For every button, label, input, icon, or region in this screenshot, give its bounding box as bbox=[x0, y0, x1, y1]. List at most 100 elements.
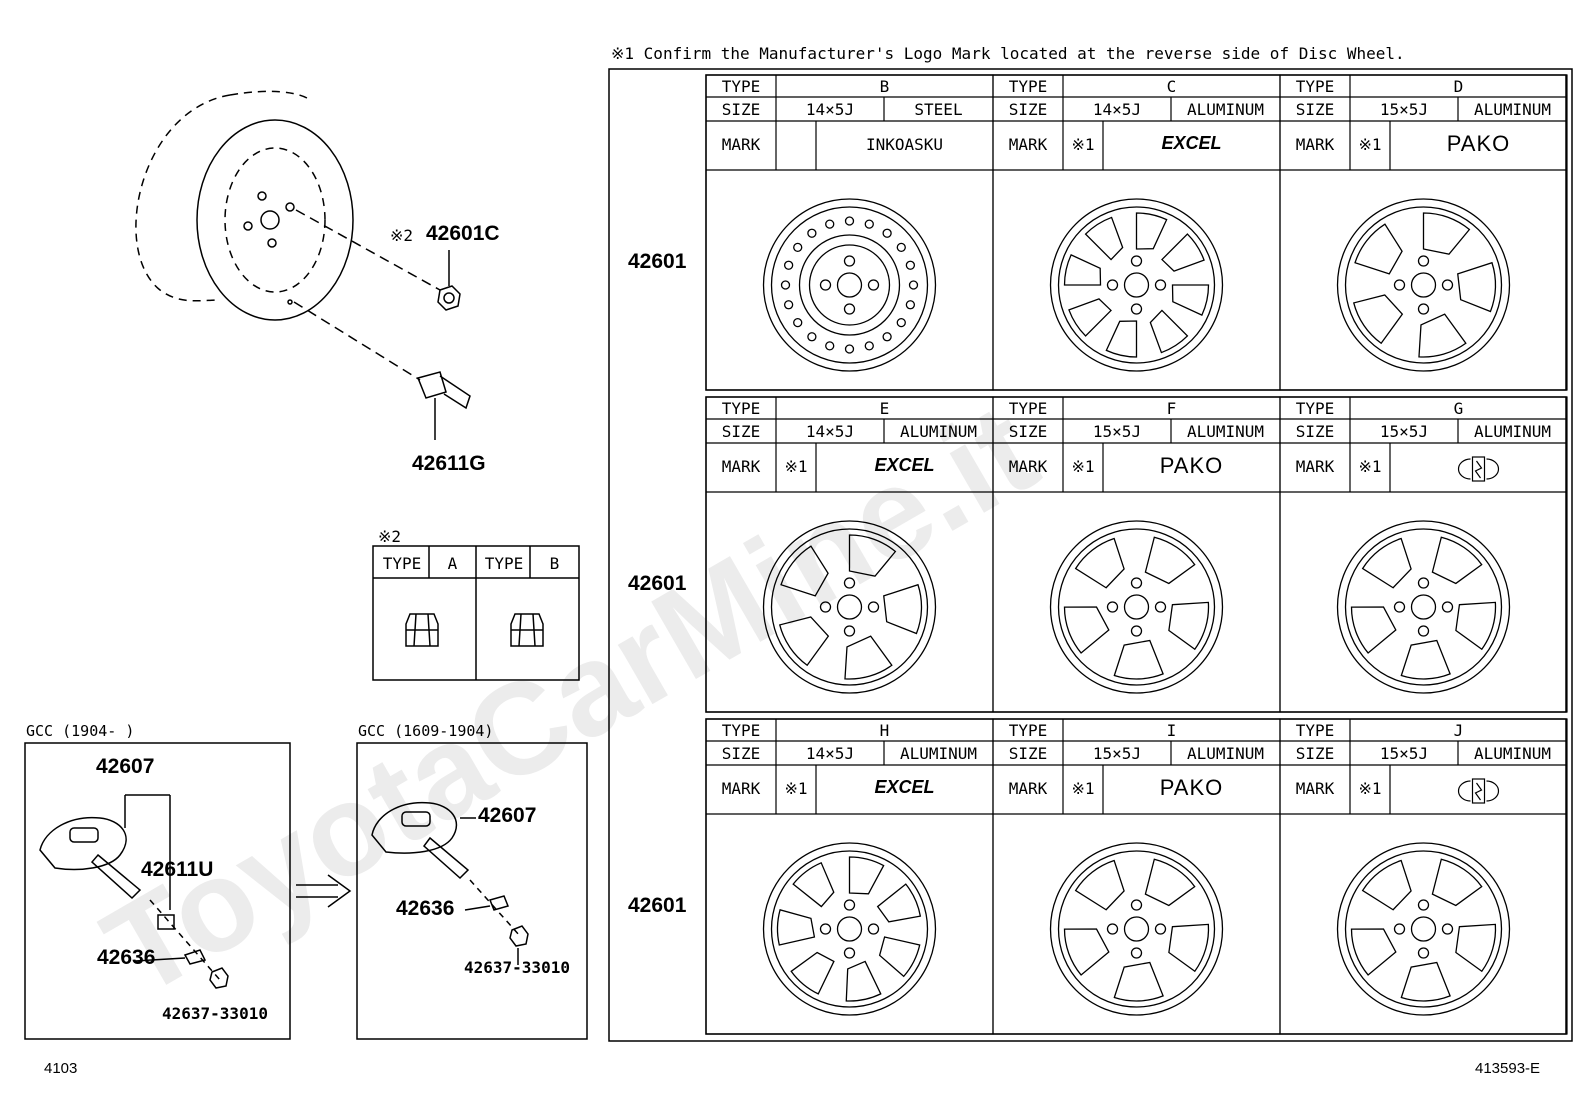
nut-type-table bbox=[372, 545, 580, 681]
wheel-type-i: I bbox=[1166, 721, 1177, 740]
type-label: TYPE bbox=[721, 77, 761, 96]
wheel-drawing-j bbox=[1336, 842, 1511, 1016]
wheel-type-f: F bbox=[1166, 399, 1177, 418]
part-label-42601c[interactable]: 42601C bbox=[426, 222, 500, 245]
mark-ref: ※1 bbox=[784, 779, 808, 798]
type-label: TYPE bbox=[1295, 721, 1335, 740]
wheel-size: 15×5J bbox=[1092, 744, 1142, 763]
nut-ref-mark: ※2 bbox=[390, 226, 414, 245]
wheel-drawings bbox=[762, 198, 1511, 1016]
size-label: SIZE bbox=[1295, 100, 1335, 119]
part-label-42611g[interactable]: 42611G bbox=[412, 452, 486, 475]
part-label-42637-left[interactable]: 42637-33010 bbox=[162, 1004, 268, 1023]
wheel-cell-d bbox=[1279, 74, 1568, 391]
wheel-drawing-f bbox=[1049, 520, 1224, 694]
type-label: TYPE bbox=[1008, 399, 1048, 418]
size-label: SIZE bbox=[721, 100, 761, 119]
wheel-brand-mark: PAKO bbox=[1159, 775, 1224, 800]
nut-table-type-a-header: TYPE bbox=[382, 554, 422, 573]
row-part-label-3[interactable]: 42601 bbox=[628, 894, 687, 917]
mark-label: MARK bbox=[1295, 779, 1335, 798]
gcc-new-label: GCC (1904- ) bbox=[26, 722, 135, 740]
wheel-size: 14×5J bbox=[1092, 100, 1142, 119]
wheel-size: 15×5J bbox=[1379, 744, 1429, 763]
wheel-type-c: C bbox=[1166, 77, 1177, 96]
row-part-label-1[interactable]: 42601 bbox=[628, 250, 687, 273]
wheel-cell-g bbox=[1279, 396, 1568, 713]
part-label-42637-right[interactable]: 42637-33010 bbox=[464, 958, 570, 977]
wheel-size: 15×5J bbox=[1379, 422, 1429, 441]
mark-label: MARK bbox=[1008, 457, 1048, 476]
tire-drawing bbox=[135, 90, 471, 440]
size-label: SIZE bbox=[721, 744, 761, 763]
part-label-42607-left[interactable]: 42607 bbox=[96, 755, 155, 778]
wheel-material: ALUMINUM bbox=[1186, 100, 1265, 119]
wheel-drawing-g bbox=[1336, 520, 1511, 694]
mark-label: MARK bbox=[721, 457, 761, 476]
mark-label: MARK bbox=[1008, 779, 1048, 798]
type-label: TYPE bbox=[1295, 77, 1335, 96]
header-note: ※1 Confirm the Manufacturer's Logo Mark … bbox=[611, 44, 1405, 63]
wheel-cell-f bbox=[992, 396, 1281, 713]
wheel-type-g: G bbox=[1453, 399, 1464, 418]
nut-table-type-b-header: TYPE bbox=[484, 554, 524, 573]
mark-ref: ※1 bbox=[1071, 135, 1095, 154]
wheel-brand-mark: EXCEL bbox=[1161, 133, 1222, 153]
wheel-brand-logo-icon bbox=[1457, 456, 1500, 482]
mark-ref: ※1 bbox=[1358, 779, 1382, 798]
wheel-brand-logo-icon bbox=[1457, 778, 1500, 804]
part-label-42607-right[interactable]: 42607 bbox=[478, 804, 537, 827]
wheel-size: 15×5J bbox=[1379, 100, 1429, 119]
wheel-cell-i bbox=[992, 718, 1281, 1035]
type-label: TYPE bbox=[1295, 399, 1335, 418]
mark-label: MARK bbox=[1295, 457, 1335, 476]
gcc-boxes bbox=[24, 742, 588, 1040]
wheel-material: ALUMINUM bbox=[1473, 100, 1552, 119]
mark-ref: ※1 bbox=[1071, 457, 1095, 476]
type-label: TYPE bbox=[1008, 721, 1048, 740]
part-label-42636-right[interactable]: 42636 bbox=[396, 897, 455, 920]
wheel-brand-mark: PAKO bbox=[1159, 453, 1224, 478]
size-label: SIZE bbox=[1295, 422, 1335, 441]
wheel-type-b: B bbox=[879, 77, 890, 96]
wheel-type-d: D bbox=[1453, 77, 1464, 96]
wheel-cells bbox=[705, 74, 1568, 1035]
part-label-42611u[interactable]: 42611U bbox=[141, 858, 214, 881]
type-label: TYPE bbox=[1008, 77, 1048, 96]
wheel-material: ALUMINUM bbox=[1473, 422, 1552, 441]
wheel-drawing-h bbox=[762, 842, 937, 1016]
type-label: TYPE bbox=[721, 721, 761, 740]
wheel-drawing-e bbox=[762, 520, 937, 694]
wheel-material: ALUMINUM bbox=[899, 744, 978, 763]
mark-label: MARK bbox=[721, 779, 761, 798]
wheel-cell-b bbox=[705, 74, 994, 391]
mark-ref: ※1 bbox=[1071, 779, 1095, 798]
wheel-size: 14×5J bbox=[805, 100, 855, 119]
wheel-type-e: E bbox=[879, 399, 890, 418]
wheel-drawing-i bbox=[1049, 842, 1224, 1016]
footer-right: 413593-E bbox=[1475, 1060, 1541, 1077]
wheel-brand-mark: EXCEL bbox=[874, 777, 935, 797]
part-label-42636-left[interactable]: 42636 bbox=[97, 946, 156, 969]
row-part-label-2[interactable]: 42601 bbox=[628, 572, 687, 595]
size-label: SIZE bbox=[721, 422, 761, 441]
mark-label: MARK bbox=[1295, 135, 1335, 154]
type-label: TYPE bbox=[721, 399, 761, 418]
wheel-size: 14×5J bbox=[805, 744, 855, 763]
mark-ref: ※1 bbox=[784, 457, 808, 476]
mark-ref: ※1 bbox=[1358, 135, 1382, 154]
nut-table-b: B bbox=[549, 554, 560, 573]
wheel-drawing-d bbox=[1336, 198, 1511, 372]
mark-label: MARK bbox=[721, 135, 761, 154]
wheel-size: 15×5J bbox=[1092, 422, 1142, 441]
wheel-brand-mark: PAKO bbox=[1446, 131, 1511, 156]
mark-ref: ※1 bbox=[1358, 457, 1382, 476]
wheel-type-h: H bbox=[879, 721, 890, 740]
wheel-brand-mark: INKOASKU bbox=[865, 135, 944, 154]
wheel-material: ALUMINUM bbox=[1186, 744, 1265, 763]
wheel-material: ALUMINUM bbox=[899, 422, 978, 441]
wheel-type-j: J bbox=[1453, 721, 1464, 740]
wheel-material: ALUMINUM bbox=[1473, 744, 1552, 763]
footer-left: 4103 bbox=[44, 1060, 78, 1077]
